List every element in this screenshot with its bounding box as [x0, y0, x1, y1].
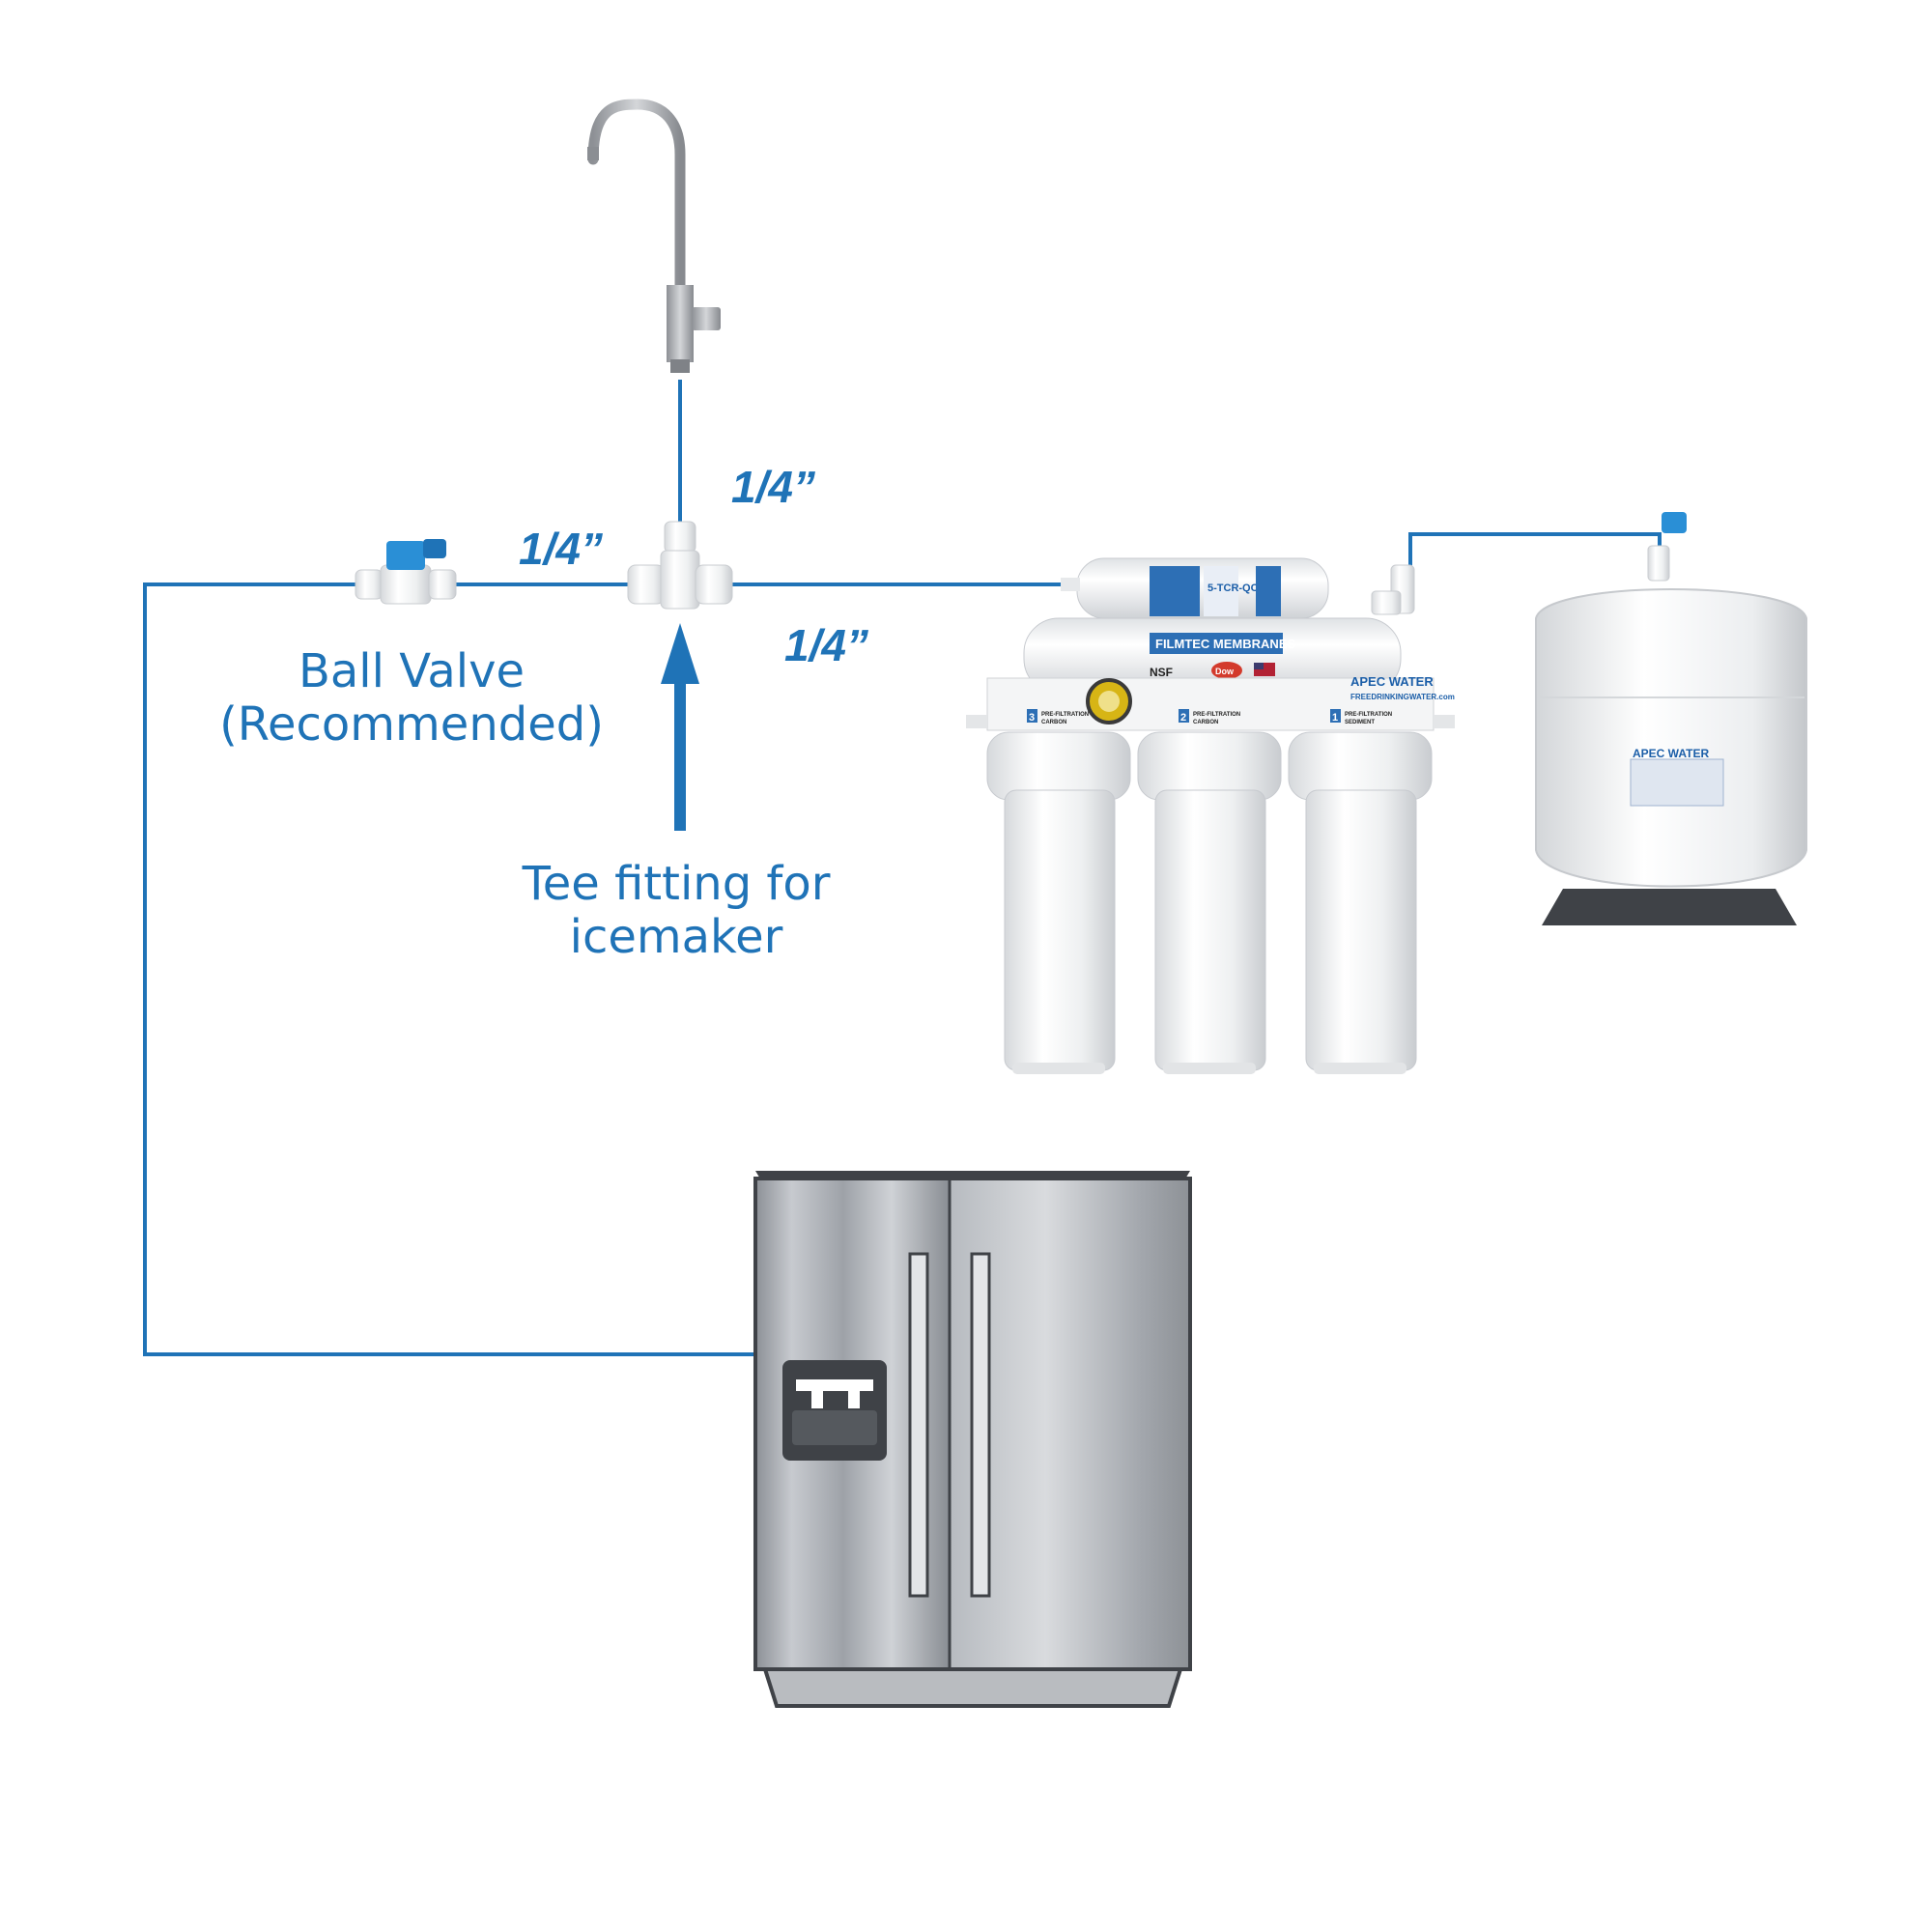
stage-2-label: 2 PRE-FILTRATION CARBON: [1179, 709, 1240, 725]
refrigerator-icon: [753, 1171, 1192, 1708]
stage-3-label: 3 PRE-FILTRATION CARBON: [1027, 709, 1089, 725]
inline-filter: [1076, 557, 1329, 619]
nsf-mark: NSF: [1150, 666, 1173, 679]
fridge-handle-left: [908, 1252, 929, 1598]
tee-fitting-caption-line1: Tee fitting for: [522, 857, 831, 911]
membrane-band-text: FILMTEC MEMBRANES: [1155, 637, 1295, 651]
water-dispenser-icon: [782, 1360, 887, 1461]
stage-2-number: 2: [1180, 712, 1186, 724]
ball-valve-caption: Ball Valve (Recommended): [189, 644, 634, 753]
tee-fitting-icon: [627, 521, 733, 610]
ro-brand: APEC WATER: [1350, 674, 1434, 689]
filter-canister-1: [1288, 731, 1433, 1074]
filter-canister-2: [1137, 731, 1282, 1074]
tee-fitting-caption: Tee fitting for icemaker: [464, 857, 889, 965]
stage-3-number: 3: [1029, 712, 1035, 724]
stage-1-number: 1: [1332, 712, 1338, 724]
stage-3-type: CARBON: [1041, 720, 1066, 725]
ro-bracket: [986, 677, 1435, 731]
size-label-riser: 1/4”: [731, 462, 815, 512]
ball-valve-caption-line2: (Recommended): [219, 697, 604, 753]
tank-feed-line: [1408, 532, 1662, 578]
stage-2-type: CARBON: [1193, 720, 1218, 725]
stage-1-name: PRE-FILTRATION: [1345, 712, 1392, 718]
stage-1-type: SEDIMENT: [1345, 720, 1375, 725]
size-label-left: 1/4”: [519, 524, 603, 574]
tee-arrow: [661, 623, 699, 831]
fridge-supply-line: [143, 582, 755, 1356]
water-lines: [143, 380, 1662, 1356]
ball-valve-caption-line1: Ball Valve: [298, 644, 526, 698]
stage-3-name: PRE-FILTRATION: [1041, 712, 1089, 718]
size-label-right: 1/4”: [784, 620, 868, 670]
inline-filter-code: 5-TCR-QC: [1208, 582, 1259, 594]
stage-1-label: 1 PRE-FILTRATION SEDIMENT: [1330, 709, 1392, 725]
ro-system: 5-TCR-QC FILMTEC MEMBRANES NSF Dow APEC …: [966, 557, 1455, 1074]
ro-website: FREEDRINKINGWATER.com: [1350, 693, 1455, 701]
tank-brand: APEC WATER: [1633, 747, 1709, 760]
faucet-icon: [587, 99, 721, 373]
stage-2-name: PRE-FILTRATION: [1193, 712, 1240, 718]
fridge-handle-right: [970, 1252, 991, 1598]
ball-valve-icon: [355, 539, 457, 605]
tee-fitting-caption-line2: icemaker: [569, 910, 783, 965]
storage-tank-icon: APEC WATER: [1535, 512, 1807, 925]
filter-canister-3: [986, 731, 1131, 1074]
dow-mark: Dow: [1215, 667, 1235, 676]
